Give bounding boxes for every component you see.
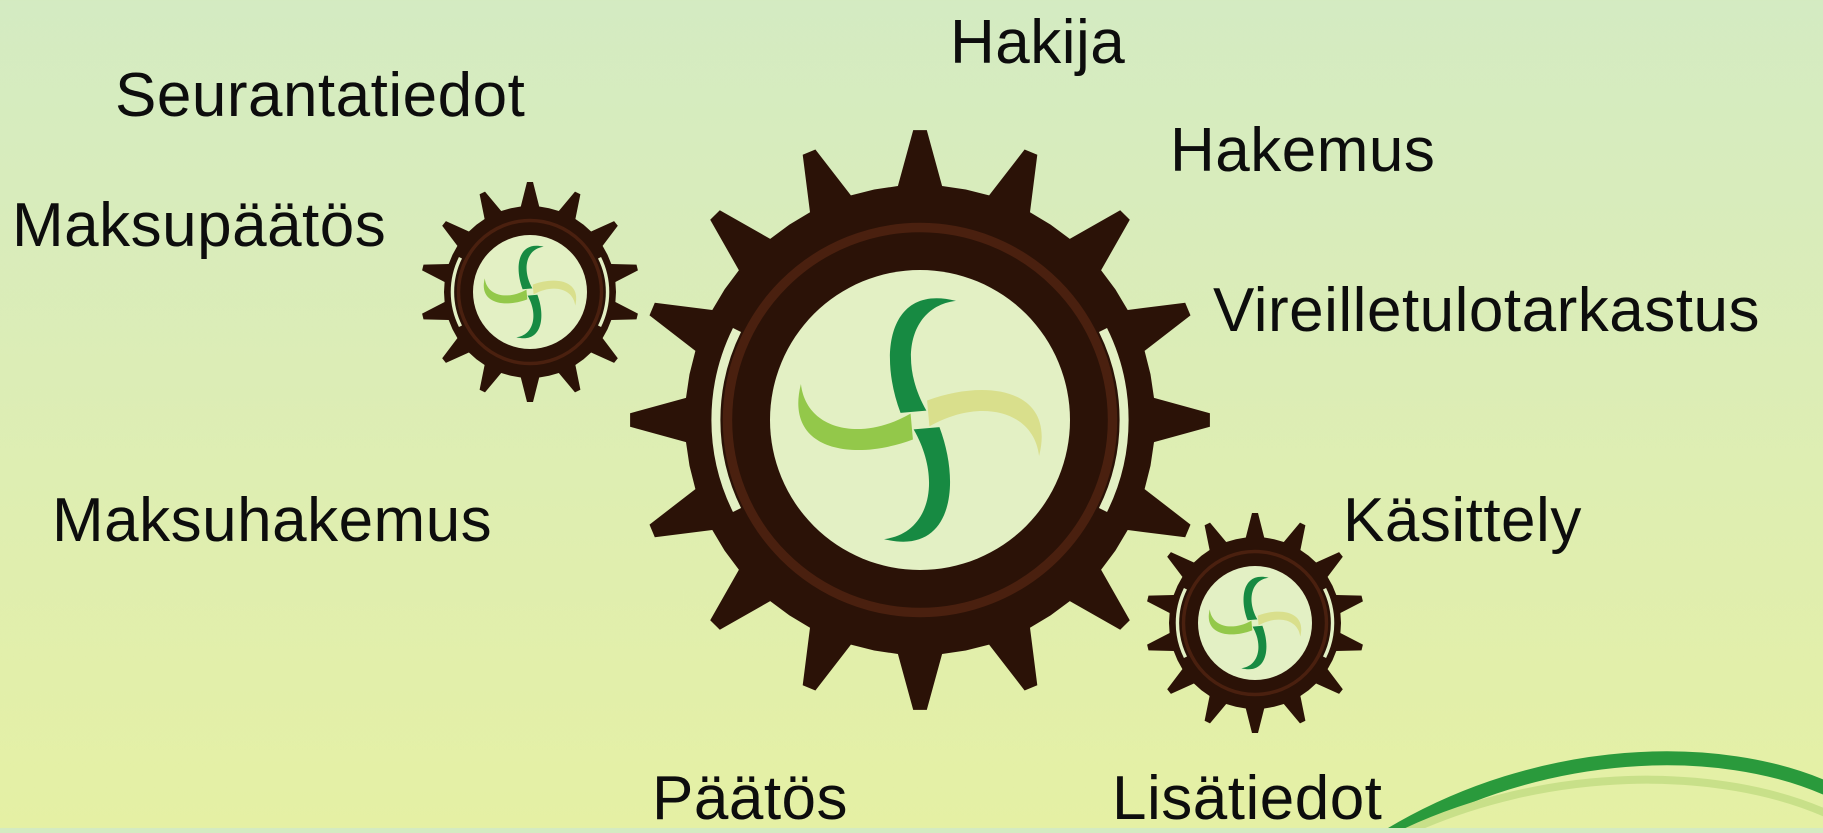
- small-gear-right: [1147, 513, 1363, 733]
- label-hakija: Hakija: [950, 12, 1125, 74]
- label-maksuhakemus: Maksuhakemus: [52, 490, 492, 552]
- label-lisatiedot: Lisätiedot: [1112, 768, 1382, 830]
- label-vireilletulotarkastus: Vireilletulotarkastus: [1213, 280, 1760, 342]
- label-kasittely: Käsittely: [1343, 490, 1582, 552]
- label-seurantatiedot: Seurantatiedot: [115, 65, 525, 127]
- corner-arcs: [1390, 758, 1823, 828]
- label-paatos: Päätös: [652, 768, 848, 830]
- small-gear-left: [422, 182, 638, 402]
- label-maksupaatos: Maksupäätös: [12, 195, 386, 257]
- large-gear: [630, 130, 1210, 710]
- label-hakemus: Hakemus: [1170, 120, 1435, 182]
